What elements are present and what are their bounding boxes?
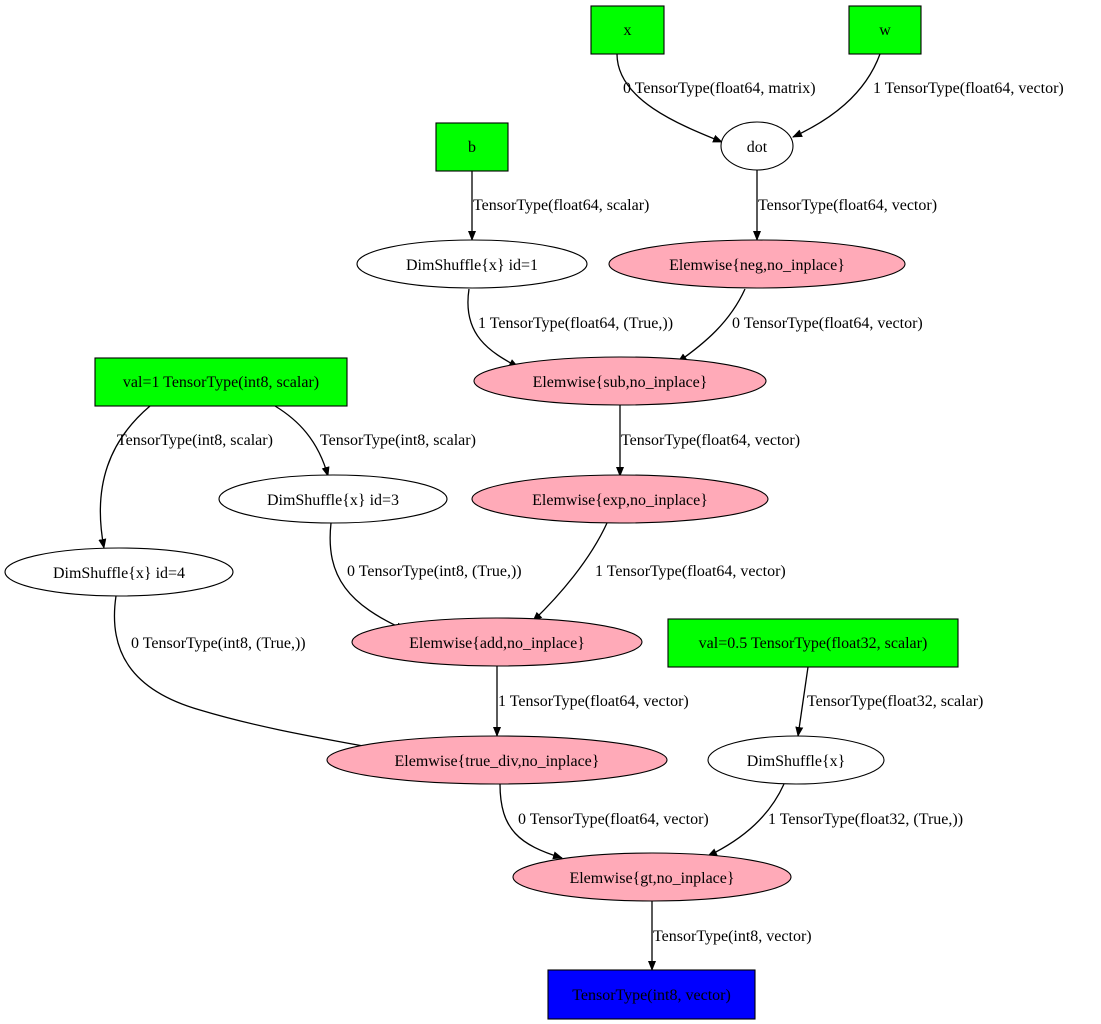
edge-label-exp-add: 1 TensorType(float64, vector) [595, 563, 786, 580]
edge-sub-to-exp: TensorType(float64, vector) [616, 405, 800, 477]
edge-label-neg-sub: 0 TensorType(float64, vector) [732, 315, 923, 332]
edge-label-gt-output: TensorType(int8, vector) [653, 928, 812, 945]
node-label-dimshuffle-3: DimShuffle{x} id=3 [267, 492, 399, 509]
node-true-div: Elemwise{true_div,no_inplace} [326, 735, 668, 785]
node-dimshuffle-4: DimShuffle{x} id=4 [4, 547, 234, 597]
node-b: b [435, 122, 509, 172]
edge-val05-to-dimshuffle: TensorType(float32, scalar) [795, 666, 983, 737]
edge-dimshuffle-1-to-sub: 1 TensorType(float64, (True,)) [467, 288, 673, 368]
node-dimshuffle: DimShuffle{x} [707, 735, 885, 785]
edge-label-b-ds1: TensorType(float64, scalar) [473, 197, 649, 214]
node-w: w [848, 5, 922, 55]
edge-val1-to-dimshuffle-4: TensorType(int8, scalar) [98, 405, 273, 549]
node-label-dimshuffle-4: DimShuffle{x} id=4 [53, 565, 185, 582]
node-dimshuffle-1: DimShuffle{x} id=1 [356, 239, 588, 289]
node-gt: Elemwise{gt,no_inplace} [512, 852, 792, 902]
edge-label-ds-gt: 1 TensorType(float32, (True,)) [768, 811, 963, 828]
node-label-dimshuffle-1: DimShuffle{x} id=1 [406, 257, 538, 274]
node-label-val05: val=0.5 TensorType(float32, scalar) [699, 635, 928, 652]
edge-gt-to-output: TensorType(int8, vector) [648, 901, 812, 971]
node-label-dot: dot [747, 139, 768, 156]
edge-label-add-truediv: 1 TensorType(float64, vector) [498, 693, 689, 710]
node-label-b: b [468, 139, 476, 156]
edge-dimshuffle-3-to-add: 0 TensorType(int8, (True,)) [329, 522, 522, 631]
edge-val1-to-dimshuffle-3: TensorType(int8, scalar) [274, 405, 476, 477]
node-val1: val=1 TensorType(int8, scalar) [94, 357, 348, 407]
edge-label-ds1-sub: 1 TensorType(float64, (True,)) [478, 315, 673, 332]
node-label-gt: Elemwise{gt,no_inplace} [569, 870, 734, 887]
edge-x-to-dot: 0 TensorType(float64, matrix) [616, 53, 816, 143]
node-label-dimshuffle: DimShuffle{x} [747, 753, 846, 770]
edge-label-ds4-truediv: 0 TensorType(int8, (True,)) [131, 635, 306, 652]
edge-label-ds3-add: 0 TensorType(int8, (True,)) [347, 563, 522, 580]
node-neg: Elemwise{neg,no_inplace} [608, 239, 906, 289]
node-exp: Elemwise{exp,no_inplace} [471, 474, 769, 524]
node-label-exp: Elemwise{exp,no_inplace} [532, 492, 708, 509]
node-dot: dot [720, 121, 794, 171]
edge-true-div-to-gt: 0 TensorType(float64, vector) [499, 783, 709, 860]
node-label-x: x [624, 22, 632, 39]
edge-label-w-dot: 1 TensorType(float64, vector) [873, 80, 1064, 97]
edge-label-val05-ds: TensorType(float32, scalar) [807, 693, 983, 710]
edge-dimshuffle-4-to-true-div: 0 TensorType(int8, (True,)) [113, 595, 386, 753]
edge-label-truediv-gt: 0 TensorType(float64, vector) [518, 811, 709, 828]
edge-dot-to-neg: TensorType(float64, vector) [753, 170, 937, 241]
edge-w-to-dot: 1 TensorType(float64, vector) [792, 53, 1064, 138]
edge-label-sub-exp: TensorType(float64, vector) [621, 432, 800, 449]
edge-add-to-true-div: 1 TensorType(float64, vector) [493, 665, 689, 737]
edge-exp-to-add: 1 TensorType(float64, vector) [532, 522, 786, 622]
node-label-w: w [879, 22, 891, 39]
node-label-neg: Elemwise{neg,no_inplace} [669, 257, 845, 274]
edge-label-val1-ds3: TensorType(int8, scalar) [320, 432, 476, 449]
node-label-output: TensorType(int8, vector) [572, 987, 731, 1004]
node-val05: val=0.5 TensorType(float32, scalar) [667, 618, 959, 668]
edge-neg-to-sub: 0 TensorType(float64, vector) [677, 288, 923, 363]
edge-label-val1-ds4: TensorType(int8, scalar) [117, 432, 273, 449]
edge-label-x-dot: 0 TensorType(float64, matrix) [623, 80, 816, 97]
node-add: Elemwise{add,no_inplace} [351, 617, 643, 667]
node-label-val1: val=1 TensorType(int8, scalar) [123, 374, 319, 391]
edge-label-dot-neg: TensorType(float64, vector) [758, 197, 937, 214]
node-label-true-div: Elemwise{true_div,no_inplace} [395, 753, 600, 770]
node-sub: Elemwise{sub,no_inplace} [473, 356, 767, 406]
edge-dimshuffle-to-gt: 1 TensorType(float32, (True,)) [707, 783, 963, 857]
node-label-add: Elemwise{add,no_inplace} [409, 635, 585, 652]
edge-b-to-dimshuffle-1: TensorType(float64, scalar) [468, 171, 649, 241]
node-output: TensorType(int8, vector) [547, 969, 756, 1020]
node-dimshuffle-3: DimShuffle{x} id=3 [218, 474, 448, 524]
node-label-sub: Elemwise{sub,no_inplace} [533, 374, 708, 391]
node-x: x [590, 5, 665, 55]
